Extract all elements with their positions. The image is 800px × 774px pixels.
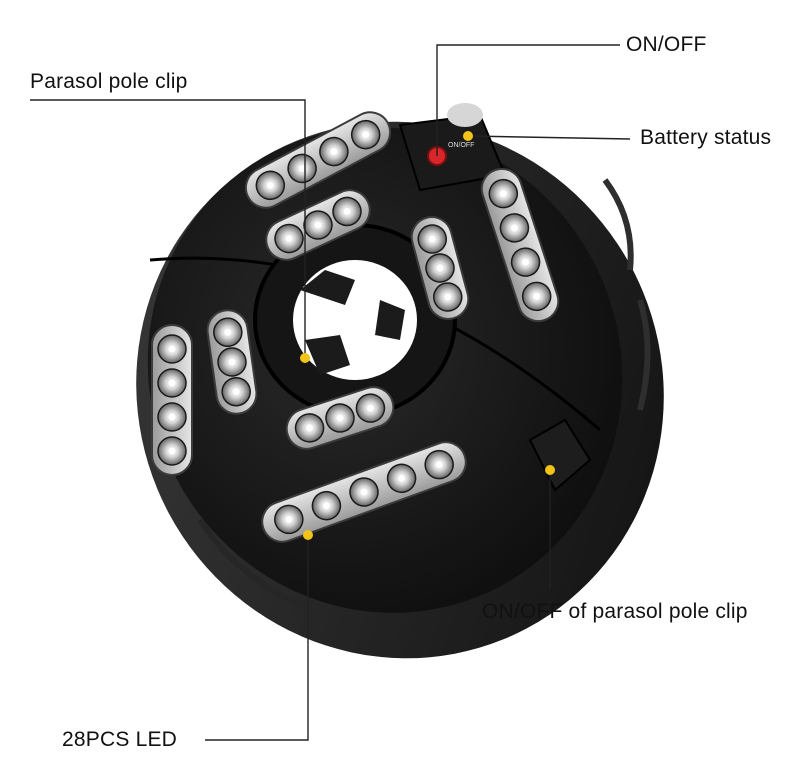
led-chip <box>285 515 293 523</box>
marker-battery <box>463 131 473 141</box>
rim-notch <box>197 518 312 613</box>
label-parasol-pole-clip: Parasol pole clip <box>30 70 188 93</box>
led-strip <box>410 216 470 320</box>
callout-lines <box>30 44 631 741</box>
callout-line-battery-status <box>467 135 631 140</box>
led-chip <box>360 488 368 496</box>
hook-mount <box>447 103 483 127</box>
led-chip <box>306 424 314 432</box>
led-chip <box>336 414 344 422</box>
led-strip <box>244 111 392 209</box>
led-chip <box>168 379 176 387</box>
led-chip <box>435 461 443 469</box>
marker-led <box>303 530 313 540</box>
label-on-off-pole-clip: ON/OFF of parasol pole clip <box>482 600 748 623</box>
marker-pole-clip <box>300 353 310 363</box>
callout-markers <box>300 131 555 540</box>
led-reflector-strip <box>151 324 193 476</box>
label-led-count: 28PCS LED <box>62 728 178 751</box>
led-chip <box>168 345 176 353</box>
marker-pole-clip-switch <box>545 465 555 475</box>
clip-jaw <box>300 270 355 305</box>
led-chip <box>499 190 507 198</box>
led-chip <box>343 207 351 215</box>
switch-panel-label: ON/OFF <box>448 142 474 149</box>
led-array <box>151 111 560 543</box>
led-chip <box>428 235 436 243</box>
clip-jaw <box>375 300 405 340</box>
led-chip <box>444 293 452 301</box>
led-chip <box>322 502 330 510</box>
led-chip <box>366 404 374 412</box>
led-chip <box>330 148 338 156</box>
callout-line-on-off <box>436 44 620 156</box>
switch-panel: ON/OFF <box>398 103 507 192</box>
callout-line-parasol-pole-clip <box>30 99 306 358</box>
led-chip <box>228 358 236 366</box>
led-chip <box>285 235 293 243</box>
label-battery-status: Battery status <box>640 126 772 149</box>
led-strip <box>206 309 258 415</box>
led-chip <box>232 388 240 396</box>
led-chip <box>398 474 406 482</box>
led-strip <box>265 189 371 261</box>
led-chip <box>522 258 530 266</box>
led-chip <box>362 131 370 139</box>
led-chip <box>168 413 176 421</box>
led-chip <box>436 264 444 272</box>
led-chip <box>266 181 274 189</box>
led-chip <box>298 164 306 172</box>
clip-jaw <box>305 335 350 375</box>
led-chip <box>224 328 232 336</box>
led-chip <box>314 221 322 229</box>
rim-notch <box>637 299 651 411</box>
led-chip <box>168 447 176 455</box>
led-chip <box>533 292 541 300</box>
led-chip <box>510 224 518 232</box>
led-strip <box>480 167 560 323</box>
led-strip <box>285 386 395 450</box>
led-strip <box>261 441 467 543</box>
led-strip <box>151 324 193 476</box>
label-on-off: ON/OFF <box>626 33 707 56</box>
callout-line-led <box>205 535 309 741</box>
rim-notch <box>602 178 634 271</box>
